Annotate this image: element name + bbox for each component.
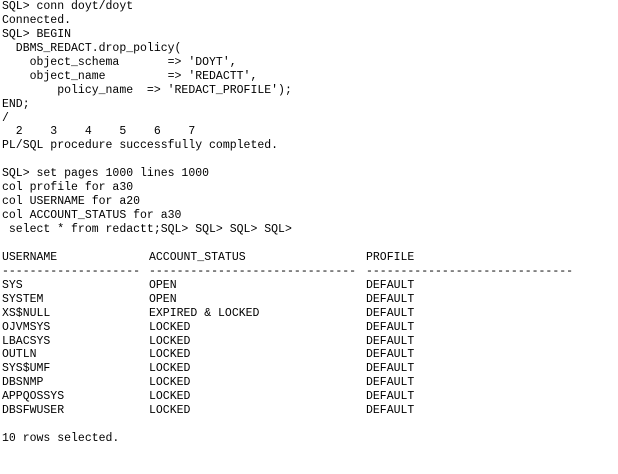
cell-account-status: LOCKED [149, 320, 191, 334]
cell-profile: DEFAULT [366, 334, 415, 348]
cell-account-status: LOCKED [149, 362, 191, 376]
console-blank-line [2, 418, 618, 432]
table-row: SYSTEM OPEN DEFAULT [2, 293, 618, 307]
cell-profile: DEFAULT [366, 306, 415, 320]
cell-profile: DEFAULT [366, 292, 415, 306]
cell-username: LBACSYS [2, 334, 51, 348]
table-row: OUTLN LOCKED DEFAULT [2, 348, 618, 362]
console-line: col ACCOUNT_STATUS for a30 [2, 209, 182, 223]
console-line: object_schema => 'DOYT', [2, 55, 237, 69]
cell-username: SYSTEM [2, 292, 44, 306]
console-line: col USERNAME for a20 [2, 195, 141, 209]
cell-profile: DEFAULT [366, 278, 415, 292]
cell-username: SYS [2, 278, 23, 292]
table-row: APPQOSSYS LOCKED DEFAULT [2, 390, 618, 404]
cell-account-status: EXPIRED & LOCKED [149, 306, 260, 320]
separator-account-status: ------------------------------ [149, 264, 357, 278]
cell-username: SYS$UMF [2, 362, 51, 376]
header-username: USERNAME [2, 250, 58, 264]
table-row: DBSNMP LOCKED DEFAULT [2, 376, 618, 390]
cell-profile: DEFAULT [366, 320, 415, 334]
console-line: SQL> BEGIN [2, 27, 72, 41]
separator-username: -------------------- [2, 264, 141, 278]
cell-account-status: LOCKED [149, 334, 191, 348]
console-line: END; [2, 97, 30, 111]
table-row: LBACSYS LOCKED DEFAULT [2, 335, 618, 349]
cell-username: OJVMSYS [2, 320, 51, 334]
console-line: object_name => 'REDACTT', [2, 69, 258, 83]
console-line: PL/SQL procedure successfully completed. [2, 139, 279, 153]
header-account-status: ACCOUNT_STATUS [149, 250, 246, 264]
console-line: Connected. [2, 13, 72, 27]
console-line: SQL> conn doyt/doyt [2, 0, 134, 13]
table-row: SYS OPEN DEFAULT [2, 279, 618, 293]
table-separator-row: -------------------- -------------------… [2, 265, 618, 279]
separator-profile: ------------------------------ [366, 264, 574, 278]
console-line [2, 153, 618, 167]
table-header-row: USERNAME ACCOUNT_STATUS PROFILE [2, 251, 618, 265]
cell-account-status: LOCKED [149, 376, 191, 390]
console-line: / [2, 111, 9, 125]
cell-profile: DEFAULT [366, 348, 415, 362]
cell-username: OUTLN [2, 348, 37, 362]
header-profile: PROFILE [366, 250, 415, 264]
console-line [2, 237, 618, 251]
cell-username: APPQOSSYS [2, 390, 65, 404]
cell-account-status: OPEN [149, 292, 177, 306]
table-row: OJVMSYS LOCKED DEFAULT [2, 321, 618, 335]
cell-profile: DEFAULT [366, 390, 415, 404]
cell-username: DBSFWUSER [2, 404, 65, 418]
cell-account-status: LOCKED [149, 348, 191, 362]
cell-username: XS$NULL [2, 306, 51, 320]
rows-selected-message: 10 rows selected. [2, 432, 120, 446]
table-row: XS$NULL EXPIRED & LOCKED DEFAULT [2, 307, 618, 321]
console-line: col profile for a30 [2, 181, 134, 195]
console-line: 2 3 4 5 6 7 [2, 125, 196, 139]
cell-account-status: LOCKED [149, 390, 191, 404]
cell-username: DBSNMP [2, 376, 44, 390]
sql-console-output: SQL> conn doyt/doyt Connected. SQL> BEGI… [2, 0, 618, 446]
console-line: SQL> set pages 1000 lines 1000 [2, 167, 210, 181]
cell-account-status: LOCKED [149, 404, 191, 418]
table-row: SYS$UMF LOCKED DEFAULT [2, 362, 618, 376]
console-line: select * from redactt;SQL> SQL> SQL> SQL… [2, 223, 292, 236]
cell-profile: DEFAULT [366, 404, 415, 418]
table-row: DBSFWUSER LOCKED DEFAULT [2, 404, 618, 418]
cell-account-status: OPEN [149, 278, 177, 292]
cell-profile: DEFAULT [366, 362, 415, 376]
console-line: policy_name => 'REDACT_PROFILE'); [2, 83, 292, 97]
console-line: DBMS_REDACT.drop_policy( [2, 41, 182, 55]
cell-profile: DEFAULT [366, 376, 415, 390]
